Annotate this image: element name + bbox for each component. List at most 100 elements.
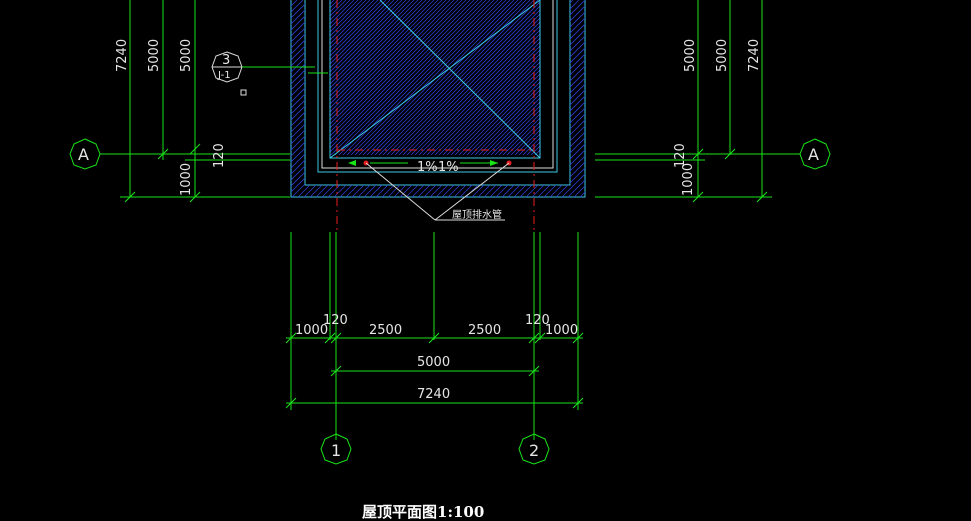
hatch-line — [330, 0, 383, 53]
hatch-line — [291, 0, 400, 197]
hatch-line — [555, 0, 585, 197]
hatch-line — [531, 0, 585, 197]
hatch-line — [438, 53, 540, 155]
hatch-line — [291, 0, 412, 197]
hatch-line — [549, 0, 585, 197]
hatch-line — [330, 0, 459, 129]
hatch-line — [330, 0, 487, 155]
left-dim-1000: 1000 — [179, 163, 194, 196]
hatch-line — [330, 0, 431, 101]
slope-right-label: 1% — [438, 160, 459, 175]
hatch-line — [466, 81, 540, 155]
hatch-line — [530, 145, 540, 155]
bottom-dim-7240: 7240 — [417, 387, 450, 402]
axis-a-left-label: A — [78, 145, 89, 164]
hatch-line — [398, 13, 540, 155]
hatch-line — [483, 0, 585, 197]
hatch-line — [330, 0, 391, 61]
hatch-line — [330, 0, 351, 21]
hatch-line — [506, 121, 540, 155]
left-dim-5000-b: 5000 — [179, 39, 194, 72]
hatch-line — [374, 0, 531, 155]
hatch-line — [330, 0, 403, 73]
hatch-line — [454, 69, 540, 155]
hatch-line — [330, 0, 339, 9]
axis-bubble-a-right: A — [799, 138, 831, 170]
axis-1-label: 1 — [331, 441, 341, 460]
hatch-line — [330, 0, 331, 1]
hatch-line — [330, 0, 411, 81]
hatch-line — [291, 0, 376, 197]
hatch-line — [330, 0, 427, 97]
bottom-dim-2500-left: 2500 — [369, 323, 402, 338]
detail-marker-number: 3 — [222, 53, 230, 68]
hatch-line — [330, 0, 479, 149]
hatch-line — [426, 41, 540, 155]
axis-bubble-2: 2 — [518, 433, 550, 465]
hatch-line — [382, 0, 539, 155]
bottom-dim-1000-right: 1000 — [545, 323, 578, 338]
axis-a-right-label: A — [808, 145, 819, 164]
hatch-line — [342, 0, 499, 155]
hatch-line — [498, 113, 540, 155]
hatch-line — [291, 0, 328, 197]
hatch-line — [330, 0, 423, 93]
hatch-line — [402, 17, 540, 155]
hatch-line — [330, 0, 463, 133]
hatch-line — [330, 0, 415, 85]
hatch-line — [474, 89, 540, 155]
hatch-line — [410, 25, 540, 155]
hatch-line — [526, 141, 540, 155]
hatch-line — [538, 153, 540, 155]
detail-marker: 3 J-1 — [211, 51, 328, 96]
hatch-line — [537, 0, 585, 197]
left-dim-120: 120 — [212, 143, 227, 168]
hatch-line — [330, 0, 395, 65]
hatch-line — [406, 21, 540, 155]
hatch-line — [390, 5, 540, 155]
right-dim-7240: 7240 — [747, 39, 762, 72]
hatch-line — [330, 0, 419, 89]
hatch-line — [291, 0, 334, 197]
hatch-line — [330, 0, 399, 69]
bottom-dimensions — [285, 232, 584, 440]
hatch-line — [350, 0, 507, 155]
hatch-line — [478, 93, 540, 155]
hatch-line — [494, 109, 540, 155]
hatch-line — [291, 0, 304, 197]
hatch-line — [482, 97, 540, 155]
drain-pipes — [348, 160, 512, 221]
hatch-line — [330, 0, 475, 145]
bottom-dim-120-right: 120 — [525, 313, 550, 328]
hatch-line — [330, 0, 359, 29]
hatch-line — [422, 37, 540, 155]
drawing-title: 屋顶平面图1:100 — [362, 503, 484, 521]
hatch-line — [366, 0, 523, 155]
hatch-line — [354, 0, 511, 155]
roof-hatch — [330, 0, 540, 155]
right-dim-1000: 1000 — [681, 163, 696, 196]
hatch-line — [330, 0, 455, 125]
hatch-line — [378, 0, 535, 155]
left-dim-7240: 7240 — [115, 39, 130, 72]
hatch-line — [510, 125, 540, 155]
hatch-line — [430, 45, 540, 155]
hatch-line — [330, 0, 371, 41]
bottom-dim-120-left: 120 — [323, 313, 348, 328]
bottom-dim-5000: 5000 — [417, 355, 450, 370]
hatch-line — [394, 9, 540, 155]
detail-marker-sheet: J-1 — [217, 70, 231, 81]
hatch-line — [561, 0, 585, 197]
hatch-line — [490, 105, 540, 155]
hatch-line — [291, 0, 424, 197]
hatch-line — [330, 0, 447, 117]
hatch-line — [446, 61, 540, 155]
hatch-line — [418, 33, 540, 155]
hatch-line — [334, 0, 491, 155]
hatch-line — [291, 0, 364, 197]
hatch-line — [514, 129, 540, 155]
hatch-line — [330, 0, 363, 33]
slope-left-label: 1% — [417, 160, 438, 175]
hatch-line — [450, 65, 540, 155]
